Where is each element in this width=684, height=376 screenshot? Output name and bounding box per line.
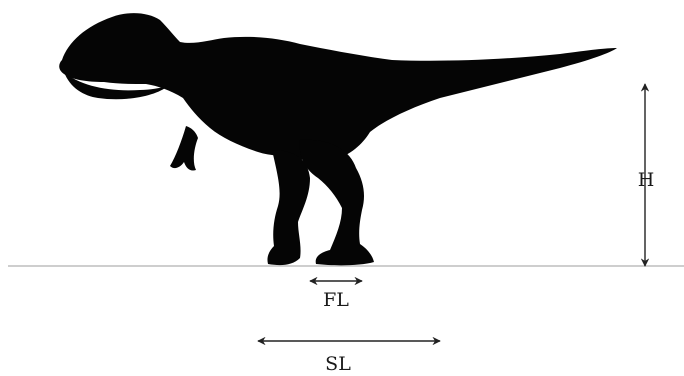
dinosaur-body: [59, 13, 617, 162]
stride-length-label: SL: [325, 353, 351, 375]
dinosaur-far-leg: [267, 150, 310, 265]
height-label: H: [638, 169, 655, 191]
dinosaur-arm: [170, 126, 198, 171]
dinosaur-silhouette: [59, 13, 617, 265]
dinosaur-near-leg: [300, 140, 374, 266]
foot-length-label: FL: [323, 289, 349, 311]
